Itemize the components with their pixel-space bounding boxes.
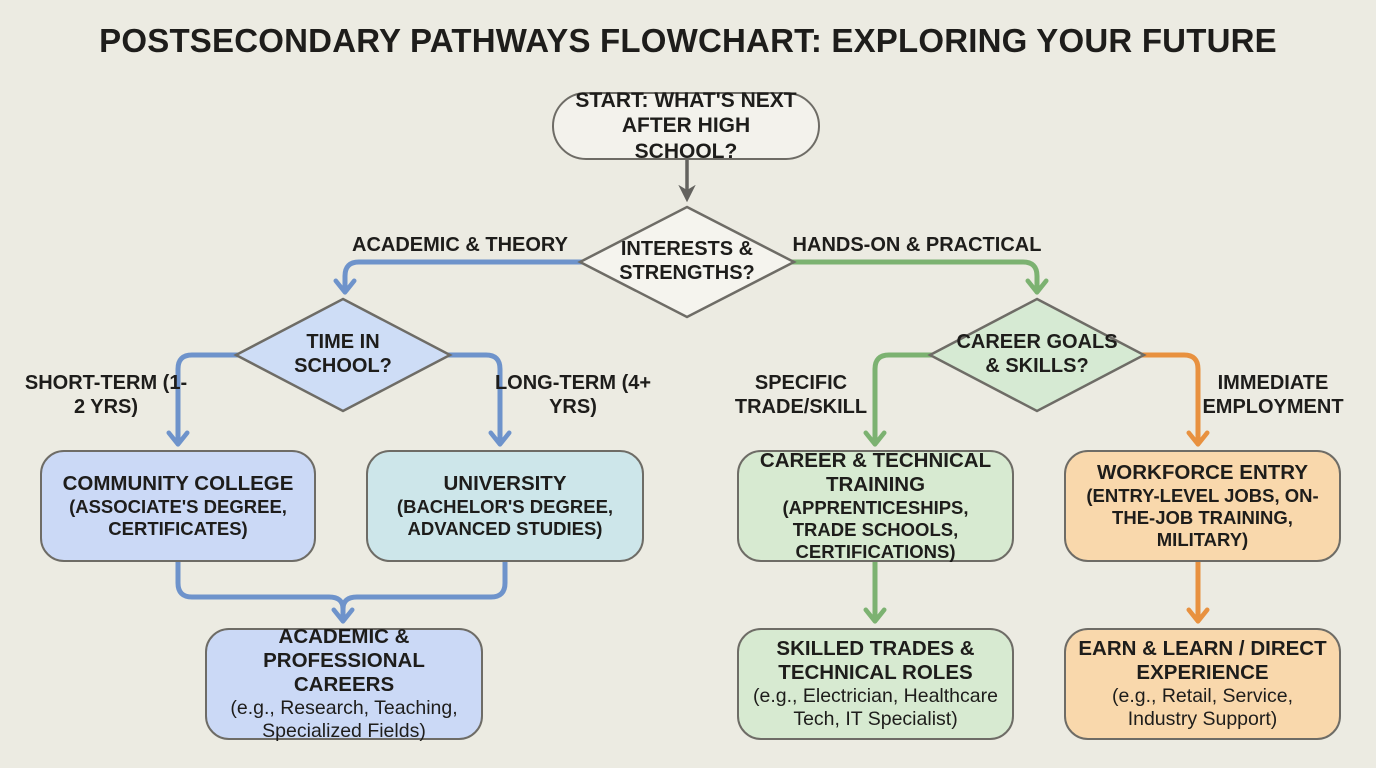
- branch-label-long-term: LONG-TERM (4+ YRS): [494, 372, 652, 418]
- decision-career-goals-skills: CAREER GOALS & SKILLS?: [927, 296, 1147, 414]
- connector-community-college-merge: [175, 559, 346, 612]
- node-community-college: COMMUNITY COLLEGE (ASSOCIATE'S DEGREE, C…: [40, 450, 316, 562]
- node-career-technical-training-title: CAREER & TECHNICAL TRAINING: [759, 449, 992, 497]
- start-node-label: START: WHAT'S NEXT AFTER HIGH SCHOOL?: [575, 88, 797, 163]
- branch-label-short-term: SHORT-TERM (1-2 YRS): [24, 372, 188, 418]
- node-skilled-trades-technical-roles: SKILLED TRADES & TECHNICAL ROLES (e.g., …: [737, 628, 1014, 740]
- node-earn-learn-direct-experience: EARN & LEARN / DIRECT EXPERIENCE (e.g., …: [1064, 628, 1341, 740]
- node-skilled-trades-technical-roles-subtitle: (e.g., Electrician, Healthcare Tech, IT …: [753, 685, 998, 731]
- node-university-subtitle: (BACHELOR'S DEGREE, ADVANCED STUDIES): [396, 496, 614, 540]
- branch-label-specific-trade-skill: SPECIFIC TRADE/SKILL: [734, 372, 868, 418]
- node-university-title: UNIVERSITY: [443, 472, 567, 496]
- branch-label-academic-theory: ACADEMIC & THEORY: [352, 234, 568, 256]
- node-workforce-entry: WORKFORCE ENTRY (ENTRY-LEVEL JOBS, ON-TH…: [1064, 450, 1341, 562]
- diamond-shape: [927, 297, 1147, 413]
- node-career-technical-training-subtitle: (APPRENTICESHIPS, TRADE SCHOOLS, CERTIFI…: [782, 497, 969, 563]
- connector-interests-to-career-goals: [787, 259, 1049, 295]
- connector-trade-skill-to-technical-training: [863, 352, 935, 447]
- node-earn-learn-direct-experience-title: EARN & LEARN / DIRECT EXPERIENCE: [1078, 636, 1327, 684]
- diamond-shape: [577, 205, 797, 319]
- branch-label-immediate-employment: IMMEDIATE EMPLOYMENT: [1202, 372, 1344, 418]
- start-node: START: WHAT'S NEXT AFTER HIGH SCHOOL?: [552, 89, 820, 163]
- decision-time-in-school: TIME IN SCHOOL?: [233, 296, 453, 414]
- node-earn-learn-direct-experience-subtitle: (e.g., Retail, Service, Industry Support…: [1112, 685, 1293, 731]
- connector-interests-to-time-in-school: [333, 259, 587, 295]
- node-skilled-trades-technical-roles-title: SKILLED TRADES & TECHNICAL ROLES: [776, 636, 975, 684]
- decision-career-goals-skills-label: CAREER GOALS & SKILLS?: [956, 331, 1118, 377]
- decision-interests-strengths-label: INTERESTS & STRENGTHS?: [619, 238, 755, 284]
- node-workforce-entry-subtitle: (ENTRY-LEVEL JOBS, ON-THE-JOB TRAINING, …: [1086, 485, 1319, 550]
- node-academic-professional-careers: ACADEMIC & PROFESSIONAL CAREERS (e.g., R…: [205, 624, 483, 743]
- decision-time-in-school-label: TIME IN SCHOOL?: [294, 331, 392, 377]
- node-university: UNIVERSITY (BACHELOR'S DEGREE, ADVANCED …: [366, 450, 644, 562]
- node-academic-professional-careers-title: ACADEMIC & PROFESSIONAL CAREERS: [263, 624, 425, 697]
- diamond-shape: [233, 297, 453, 413]
- node-community-college-subtitle: (ASSOCIATE'S DEGREE, CERTIFICATES): [69, 496, 287, 540]
- page-title: POSTSECONDARY PATHWAYS FLOWCHART: EXPLOR…: [99, 22, 1277, 59]
- node-community-college-title: COMMUNITY COLLEGE: [62, 472, 294, 496]
- decision-interests-strengths: INTERESTS & STRENGTHS?: [577, 204, 797, 320]
- branch-label-hands-on-practical: HANDS-ON & PRACTICAL: [792, 234, 1042, 256]
- node-workforce-entry-title: WORKFORCE ENTRY: [1096, 461, 1309, 485]
- connector-university-merge: [340, 559, 508, 612]
- node-career-technical-training: CAREER & TECHNICAL TRAINING (APPRENTICES…: [737, 449, 1014, 563]
- node-academic-professional-careers-subtitle: (e.g., Research, Teaching, Specialized F…: [230, 697, 458, 743]
